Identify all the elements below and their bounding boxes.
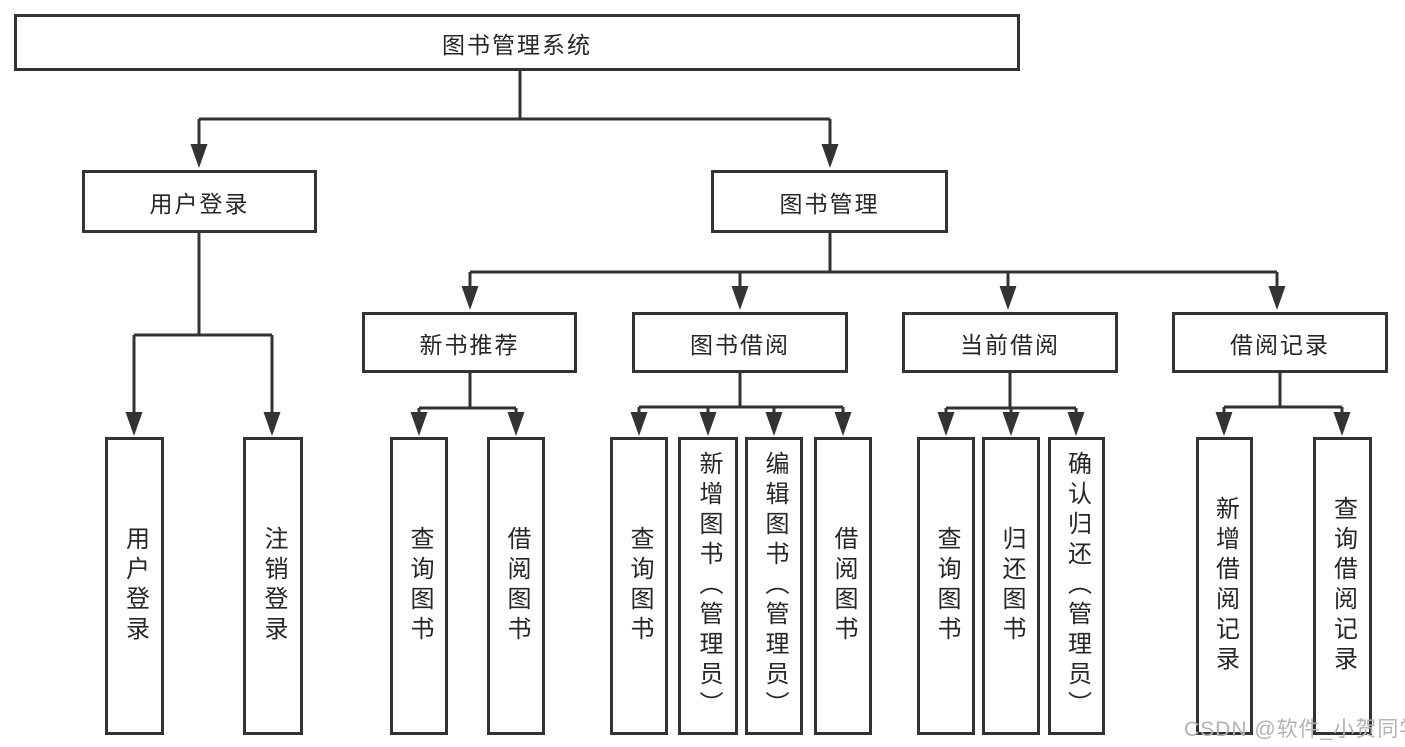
leaf-user-login: 用户登录 <box>105 437 164 735</box>
connector-root-to-level2 <box>190 71 839 168</box>
leaf-add-books-admin: 新增图书（管理员） <box>678 437 738 735</box>
leaf-edit-books-admin: 编辑图书（管理员） <box>745 437 803 735</box>
node-book-mgmt: 图书管理 <box>711 170 948 233</box>
node-book-borrow: 图书借阅 <box>632 312 848 373</box>
leaf-borrow-books: 借阅图书 <box>814 437 872 735</box>
connector-user-login-branch <box>125 233 281 436</box>
leaf-query-borrow-record: 查询借阅记录 <box>1313 437 1372 735</box>
node-system-root: 图书管理系统 <box>14 14 1020 71</box>
connector-new-books-branch <box>410 373 525 436</box>
leaf-query-books-newbooks: 查询图书 <box>390 437 448 735</box>
connector-book-borrow-branch <box>630 373 852 436</box>
leaf-add-borrow-record: 新增借阅记录 <box>1196 437 1253 735</box>
leaf-logout: 注销登录 <box>243 437 303 735</box>
node-borrow-records: 借阅记录 <box>1172 312 1388 373</box>
leaf-confirm-return-admin: 确认归还（管理员） <box>1048 437 1105 735</box>
csdn-watermark: CSDN @软件_小贺同学 <box>1184 718 1405 741</box>
leaf-borrow-books-newbooks: 借阅图书 <box>487 437 545 735</box>
connector-borrow-records-branch <box>1215 373 1351 436</box>
leaf-return-books: 归还图书 <box>982 437 1040 735</box>
connector-book-mgmt-to-level3 <box>461 233 1286 310</box>
connector-current-borrow-branch <box>937 373 1085 436</box>
leaf-query-books-borrow: 查询图书 <box>610 437 668 735</box>
leaf-query-books-current: 查询图书 <box>917 437 975 735</box>
node-new-books: 新书推荐 <box>362 312 577 373</box>
node-current-borrow: 当前借阅 <box>902 312 1118 373</box>
node-user-login: 用户登录 <box>82 170 317 233</box>
